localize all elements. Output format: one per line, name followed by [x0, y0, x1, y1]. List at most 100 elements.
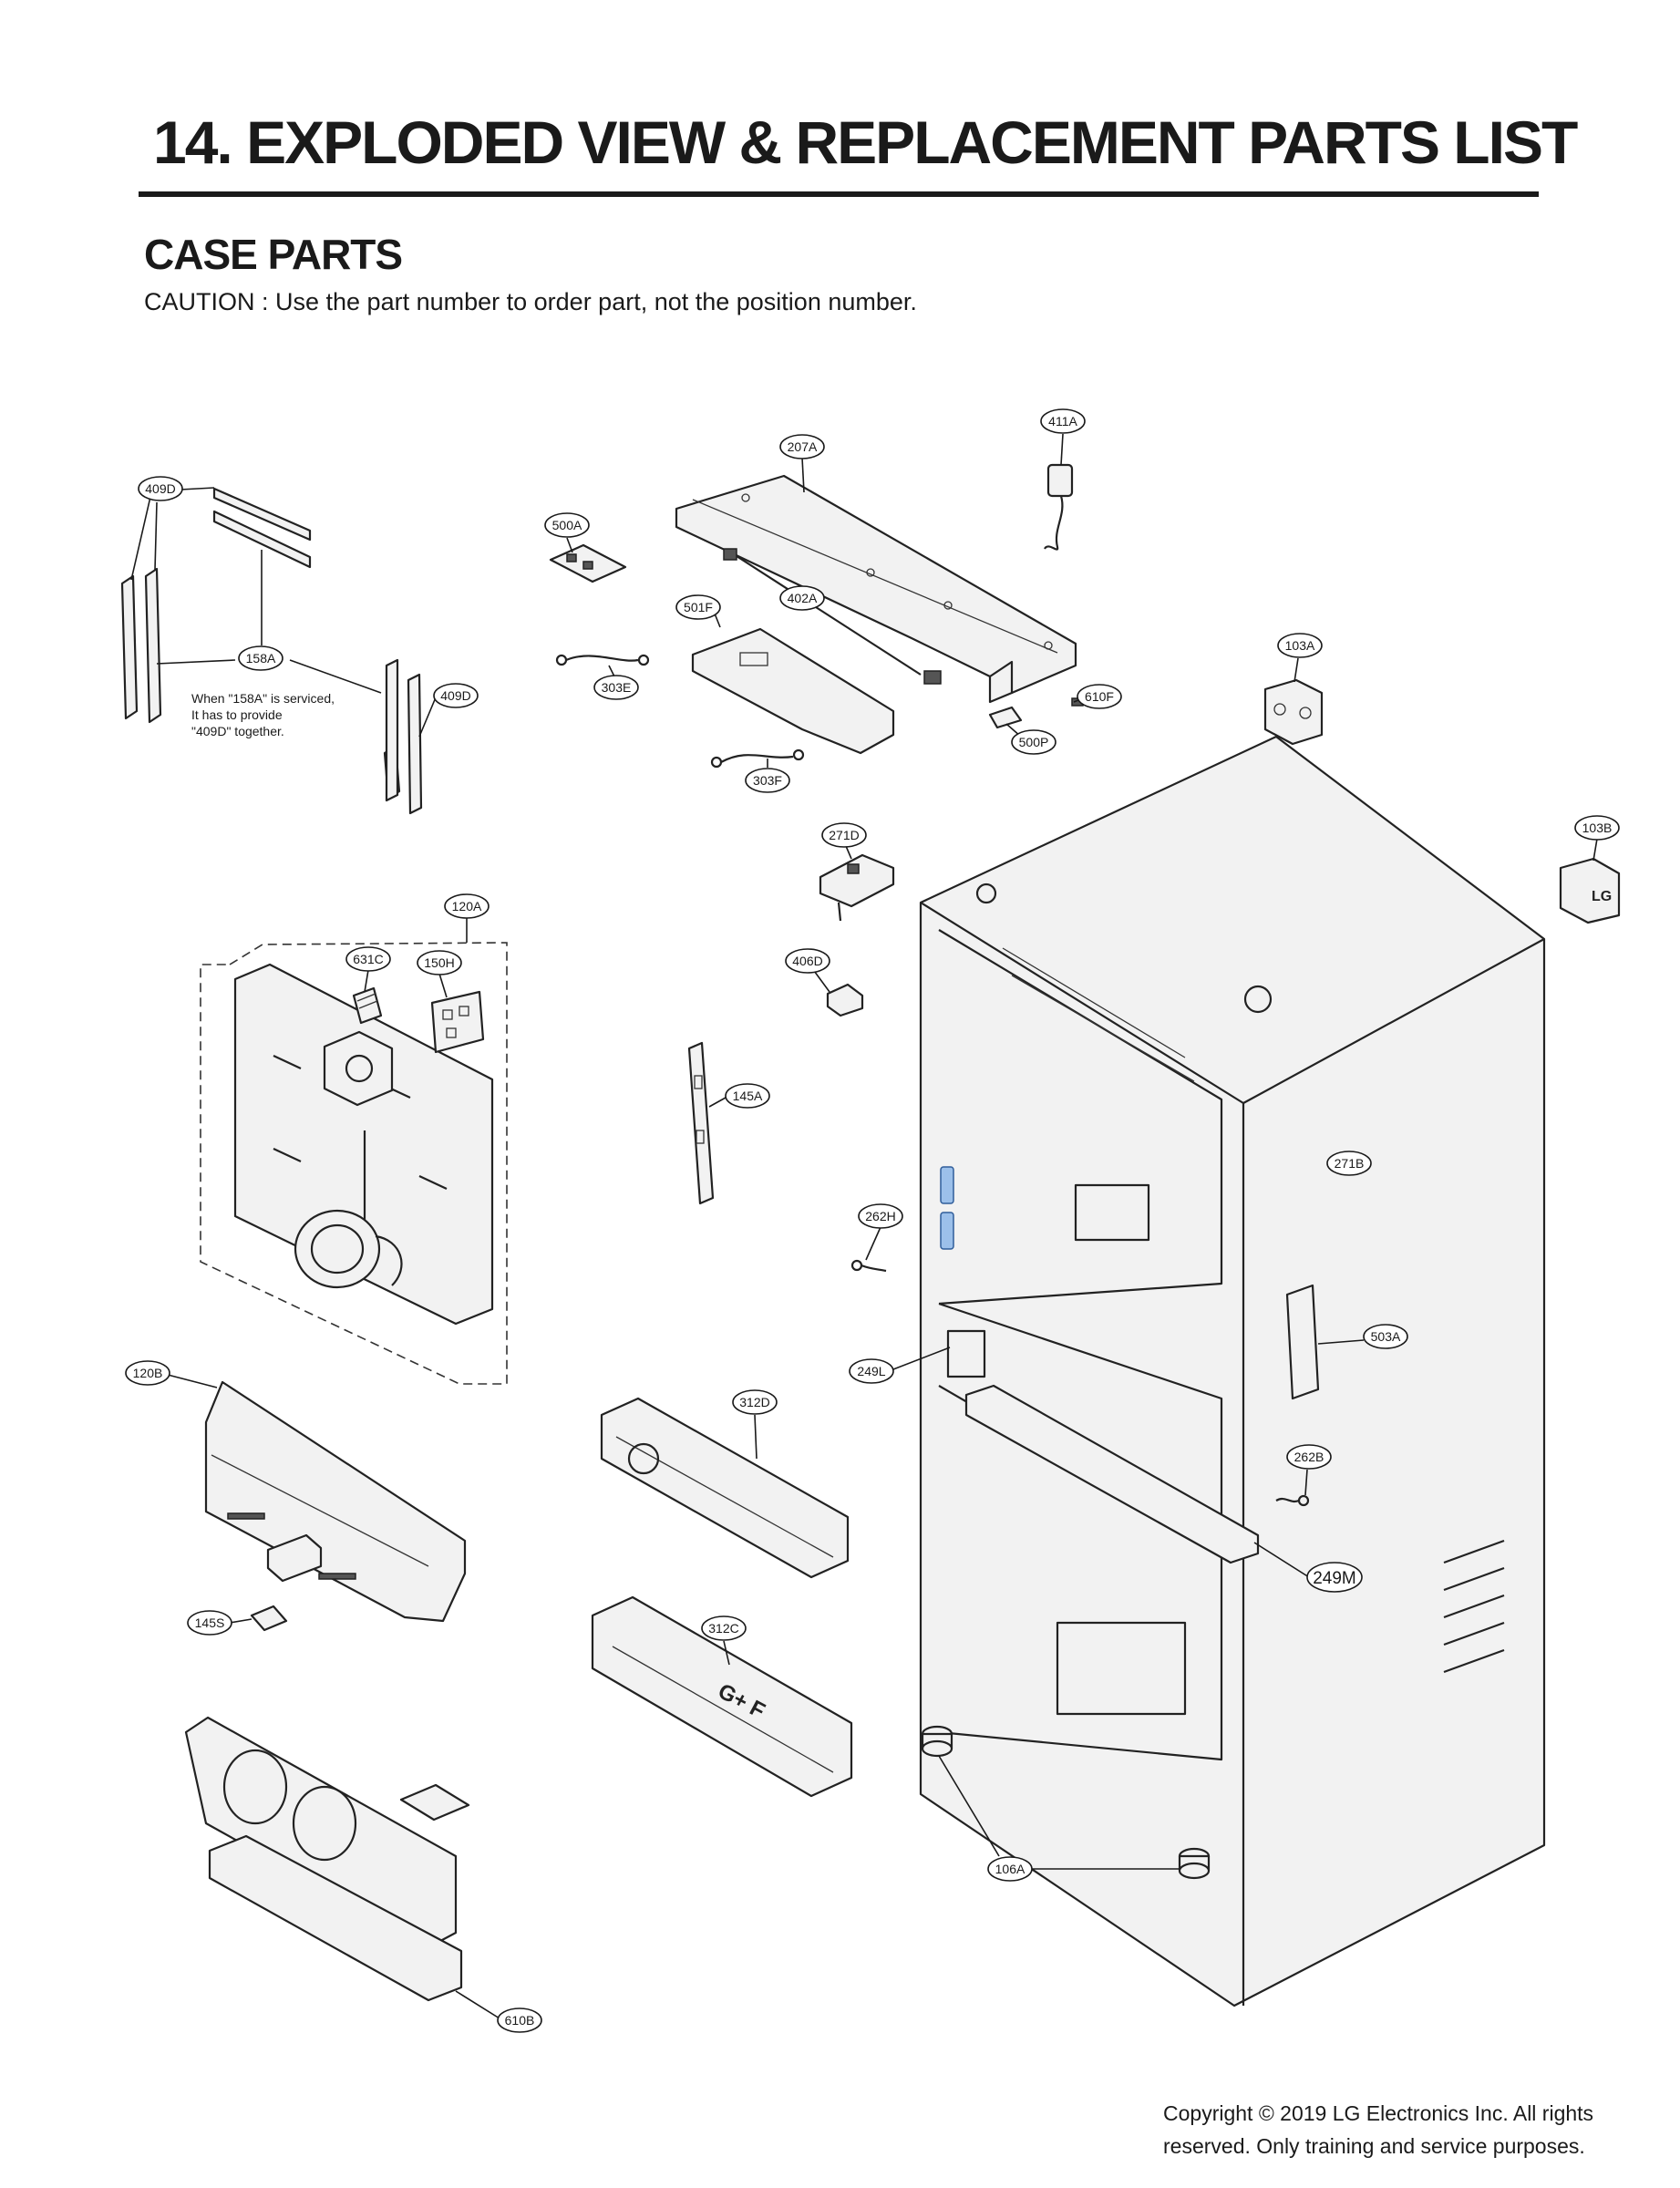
part-249l-bracket [946, 1329, 986, 1378]
callout-106a: 106A [987, 1856, 1033, 1882]
part-106a-foot-left [921, 1725, 953, 1758]
callout-409d-top: 409D [138, 476, 183, 501]
part-150h-display-board [430, 990, 485, 1054]
callout-120b: 120B [125, 1360, 170, 1386]
part-271d-hinge [819, 853, 895, 922]
leader-120b [167, 1374, 218, 1388]
section-title: CASE PARTS [144, 231, 403, 278]
svg-text:103A: 103A [1285, 638, 1315, 653]
svg-text:312C: 312C [708, 1621, 738, 1636]
part-312c-cover: G+ F [591, 1595, 853, 1798]
note-line-2: It has to provide [191, 707, 283, 722]
svg-text:500P: 500P [1019, 735, 1049, 749]
svg-text:503A: 503A [1371, 1329, 1401, 1344]
callout-631c: 631C [345, 946, 391, 972]
part-145s-clip [250, 1605, 288, 1632]
svg-text:103B: 103B [1582, 820, 1613, 835]
leader-249m [1253, 1542, 1310, 1578]
callout-103a: 103A [1277, 633, 1323, 658]
callout-610b: 610B [497, 2007, 542, 2033]
svg-text:411A: 411A [1048, 414, 1077, 428]
callout-501f: 501F [675, 594, 721, 620]
callout-249m: 249M [1306, 1562, 1363, 1593]
svg-text:610B: 610B [505, 2013, 535, 2028]
part-262b-sensor [1275, 1494, 1310, 1507]
part-402a-harness [723, 548, 942, 685]
callout-402a: 402A [779, 585, 825, 611]
svg-text:501F: 501F [684, 600, 713, 614]
leader-271d [845, 845, 852, 860]
part-120a-fan-motor [294, 1209, 403, 1289]
leader-145a [708, 1097, 727, 1108]
svg-text:249L: 249L [857, 1364, 885, 1378]
svg-text:262B: 262B [1294, 1450, 1324, 1464]
part-631c-grille [352, 986, 383, 1025]
leader-312c [723, 1640, 730, 1666]
svg-text:303F: 303F [753, 773, 782, 788]
svg-text:406D: 406D [792, 954, 822, 968]
callout-312c: 312C [701, 1615, 747, 1641]
svg-text:312D: 312D [739, 1395, 769, 1409]
svg-text:120B: 120B [133, 1366, 163, 1380]
note-line-1: When "158A" is serviced, [191, 691, 335, 706]
callout-312d: 312D [732, 1389, 778, 1415]
callout-303e: 303E [593, 675, 639, 700]
service-note: When "158A" is serviced, It has to provi… [191, 691, 335, 738]
callout-262h: 262H [858, 1203, 903, 1229]
leader-249l [892, 1347, 951, 1370]
title-rule [139, 191, 1539, 197]
callout-262b: 262B [1286, 1444, 1332, 1470]
callout-610f: 610F [1077, 684, 1122, 709]
part-303f-wire [710, 748, 805, 769]
callout-411a: 411A [1040, 408, 1086, 434]
callout-207a: 207A [779, 434, 825, 459]
svg-text:262H: 262H [865, 1209, 895, 1223]
leader-207a [801, 457, 805, 493]
callout-500p: 500P [1011, 729, 1056, 755]
part-312d-cover [600, 1397, 850, 1579]
callout-145a: 145A [725, 1083, 770, 1109]
svg-text:409D: 409D [145, 481, 175, 496]
part-103a-hinge-cover [1263, 678, 1324, 746]
part-120a-group-outline [200, 942, 508, 1385]
svg-text:303E: 303E [602, 680, 632, 695]
part-411a-power-cord [1044, 463, 1074, 551]
leader-411a [1060, 433, 1064, 466]
callout-120a: 120A [444, 893, 490, 919]
leader-610b [455, 1990, 500, 2019]
svg-text:271D: 271D [829, 828, 859, 842]
leaders-106a [938, 1755, 1180, 1870]
part-409d-top-strips [212, 487, 312, 569]
leader-103b [1592, 838, 1598, 862]
callout-406d: 406D [785, 948, 830, 974]
svg-text:249M: 249M [1313, 1569, 1356, 1588]
part-503a-panel [1285, 1284, 1320, 1400]
svg-text:207A: 207A [788, 439, 818, 454]
part-main-cabinet [919, 735, 1546, 2007]
callout-150h: 150H [417, 950, 462, 975]
svg-text:120A: 120A [452, 899, 482, 913]
callout-249l: 249L [849, 1358, 894, 1384]
part-406d-bracket [826, 983, 864, 1017]
part-249m-crossbar [964, 1384, 1260, 1564]
callout-303f: 303F [745, 768, 790, 793]
leader-150h [438, 973, 448, 998]
part-500p-cover [988, 706, 1023, 729]
part-120b-lower-cover [204, 1380, 467, 1623]
callout-103b: 103B [1574, 815, 1620, 841]
leader-262b [1304, 1469, 1308, 1496]
callout-145s: 145S [187, 1610, 232, 1636]
part-262h-sensor [850, 1259, 887, 1273]
part-103b-hinge-cover: LG [1559, 857, 1621, 924]
leader-500a [566, 537, 573, 553]
svg-text:158A: 158A [246, 651, 276, 666]
svg-text:150H: 150H [424, 955, 454, 970]
part-106a-foot-right [1178, 1847, 1211, 1880]
part-207a-top-cover [675, 474, 1077, 704]
part-610b-duct [184, 1716, 470, 2002]
part-158a-side-strips [120, 567, 423, 815]
callout-271b: 271B [1326, 1151, 1372, 1176]
svg-text:145A: 145A [733, 1089, 763, 1103]
svg-text:631C: 631C [353, 952, 383, 966]
